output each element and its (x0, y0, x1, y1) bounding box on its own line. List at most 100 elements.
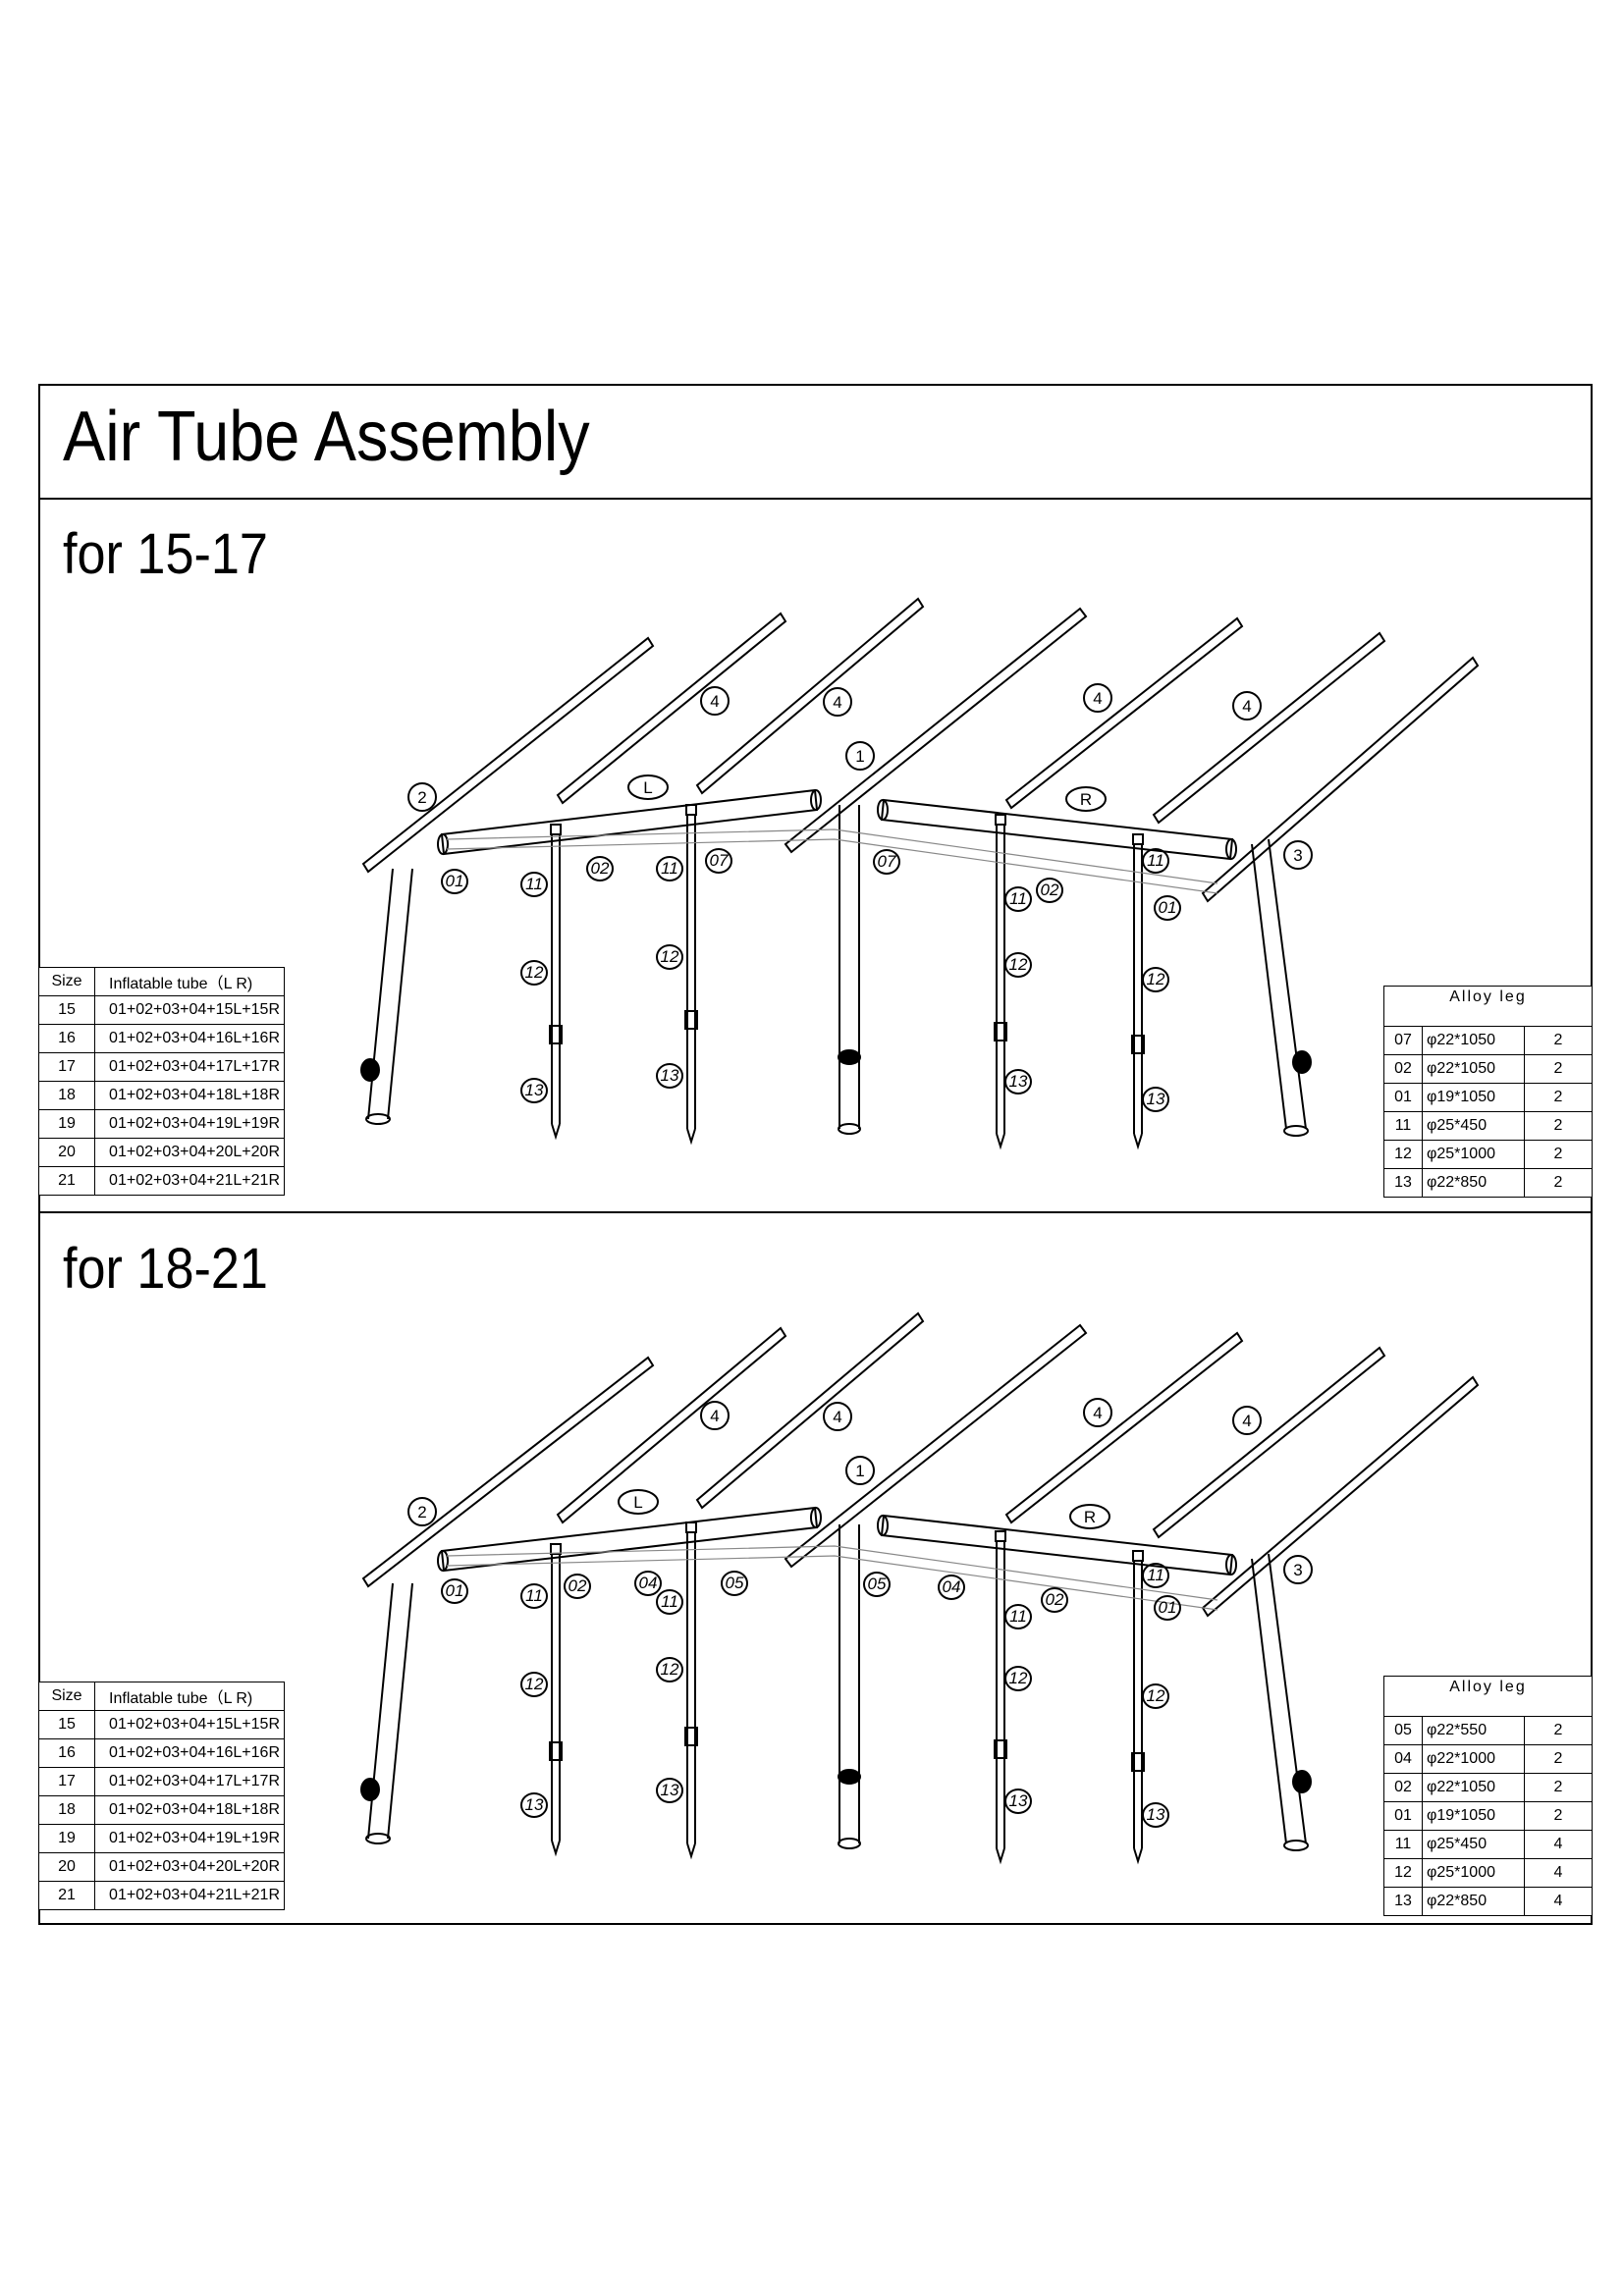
part-callout-circle (441, 1578, 468, 1604)
callout-roof-tube-a: 4 (710, 692, 719, 711)
callout-roof-tube-b: 4 (833, 1408, 841, 1426)
section-title-18-21: for 18-21 (63, 1237, 268, 1301)
alloy-leg-row-cell: 2 (1524, 1026, 1593, 1055)
roof-tube-5 (1152, 1346, 1386, 1539)
part-callout-label: 04 (943, 1577, 961, 1596)
part-callout-label: 12 (1009, 955, 1028, 974)
part-callout-circle (520, 1672, 548, 1697)
size-table-row-cell: 01+02+03+04+15L+15R (94, 995, 285, 1025)
callout-left-label: L (633, 1493, 642, 1512)
part-callout-circle (441, 869, 468, 894)
part-callout-label: 11 (1147, 1566, 1164, 1584)
tube-column-header: Inflatable tube（L R) (94, 1682, 285, 1711)
roof-tube-3 (784, 1323, 1088, 1569)
alloy-leg-row-cell: 11 (1383, 1111, 1423, 1141)
alloy-leg-row-cell: 13 (1383, 1887, 1423, 1916)
right-upright-end (1283, 1125, 1309, 1137)
roof-tube-5 (1152, 631, 1386, 825)
page-title: Air Tube Assembly (63, 398, 590, 476)
center-upright (839, 1524, 860, 1843)
part-callout-circle (656, 1778, 683, 1803)
alloy-leg-row-cell: 2 (1524, 1744, 1593, 1774)
left-roof-tube (361, 1356, 655, 1588)
alloy-leg-row-cell: 2 (1524, 1054, 1593, 1084)
alloy-leg-row-cell: 01 (1383, 1083, 1423, 1112)
valve-markers (360, 1049, 1312, 1082)
part-callout-label: 13 (525, 1795, 544, 1814)
part-callout-label: 11 (1147, 851, 1164, 870)
alloy-leg-row-cell: 2 (1524, 1773, 1593, 1802)
eave-beam (446, 1545, 1218, 1611)
size-table-row-cell: 01+02+03+04+18L+18R (94, 1795, 285, 1825)
part-callout-circle (938, 1575, 965, 1600)
alloy-leg-row-cell: 2 (1524, 1140, 1593, 1169)
cross-tube-right (880, 1514, 1234, 1576)
alloy-leg-row-cell: φ25*1000 (1422, 1858, 1525, 1888)
size-table-row-cell: 21 (37, 1881, 96, 1910)
part-callout-circle (520, 960, 548, 986)
center-upright-end (838, 1838, 861, 1849)
alloy-leg-row-cell: φ22*550 (1422, 1716, 1525, 1745)
size-table-row-cell: 01+02+03+04+20L+20R (94, 1138, 285, 1167)
part-callout-label: 11 (661, 1592, 678, 1611)
part-callout-circle (1142, 848, 1169, 874)
part-callout-circle (1154, 895, 1181, 921)
part-callout-circle (1041, 1587, 1068, 1613)
left-upright (367, 868, 413, 1120)
part-callout-circle (1142, 1087, 1169, 1112)
part-callout-label: 07 (878, 852, 896, 871)
valve-markers (360, 1769, 1312, 1801)
title-divider (38, 498, 1593, 500)
alloy-leg-row-cell: 4 (1524, 1830, 1593, 1859)
size-table-row-cell: 17 (37, 1767, 96, 1796)
right-upright (1251, 838, 1307, 1130)
part-callout-circle (564, 1574, 591, 1599)
alloy-leg-3 (996, 825, 1005, 1150)
tube-column-header: Inflatable tube（L R) (94, 967, 285, 996)
right-upright (1251, 1553, 1307, 1844)
alloy-leg-2 (686, 815, 696, 1146)
alloy-leg-row-cell: φ22*1050 (1422, 1026, 1525, 1055)
part-callout-circle (520, 1792, 548, 1818)
alloy-leg-row-cell: φ22*1000 (1422, 1744, 1525, 1774)
size-table-header: Size Inflatable tube（L R) (37, 1682, 285, 1711)
callout-front-tube: 1 (855, 1462, 864, 1480)
part-callout-label: 13 (661, 1066, 679, 1085)
alloy-legs (549, 804, 1145, 1150)
alloy-leg-row-cell: φ19*1050 (1422, 1801, 1525, 1831)
part-callout-circle (520, 872, 548, 897)
alloy-leg-2 (686, 1532, 696, 1860)
callout-right-tube: 3 (1293, 1561, 1302, 1579)
part-callout-label: 12 (1147, 970, 1165, 988)
roof-tube-1 (556, 612, 787, 805)
part-callout-label: 12 (1147, 1686, 1165, 1705)
alloy-leg-row-cell: 12 (1383, 1140, 1423, 1169)
part-callout-label: 02 (1041, 881, 1059, 899)
section-title-15-17: for 15-17 (63, 522, 268, 586)
size-table-row-cell: 18 (37, 1081, 96, 1110)
center-upright (839, 805, 860, 1129)
alloy-leg-row-cell: 02 (1383, 1773, 1423, 1802)
alloy-leg-row-cell: 2 (1524, 1083, 1593, 1112)
callouts: 2 4 4 4 4 1 3 L R (407, 1398, 1313, 1584)
part-callout-circle (1004, 1604, 1032, 1629)
callout-roof-tube-c: 4 (1093, 1404, 1102, 1422)
